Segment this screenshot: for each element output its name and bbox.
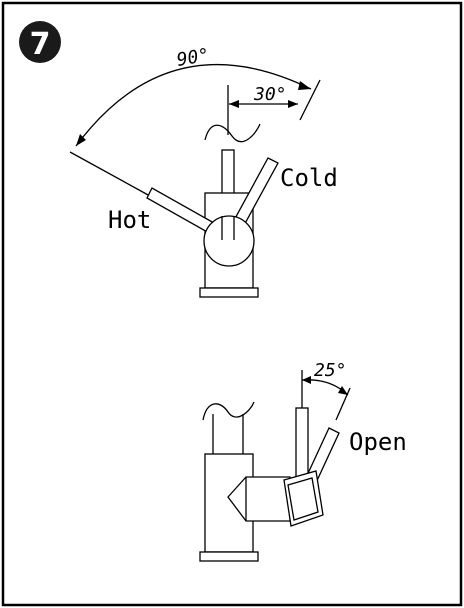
top-faucet-diagram: [69, 64, 321, 298]
bottom-faucet-diagram: [199, 370, 351, 562]
angle-30-label: 30°: [253, 84, 287, 105]
cold-label: Cold: [280, 164, 338, 192]
angle-25-label: 25°: [314, 360, 347, 381]
extension-line-right: [299, 79, 321, 121]
step-badge: 7: [19, 21, 61, 63]
angle-90-label: 90°: [175, 45, 211, 71]
hot-label: Hot: [108, 206, 151, 234]
faucet-base-bottom: [199, 551, 259, 562]
faucet-base: [199, 287, 259, 298]
spout-break-line-bottom: [202, 401, 255, 421]
arc-90-degree: [75, 64, 312, 147]
cartridge-circle: [203, 215, 255, 267]
spout-break-line: [204, 123, 261, 143]
step-number: 7: [30, 27, 51, 62]
extension-line-left: [69, 151, 151, 197]
open-label: Open: [349, 428, 407, 456]
